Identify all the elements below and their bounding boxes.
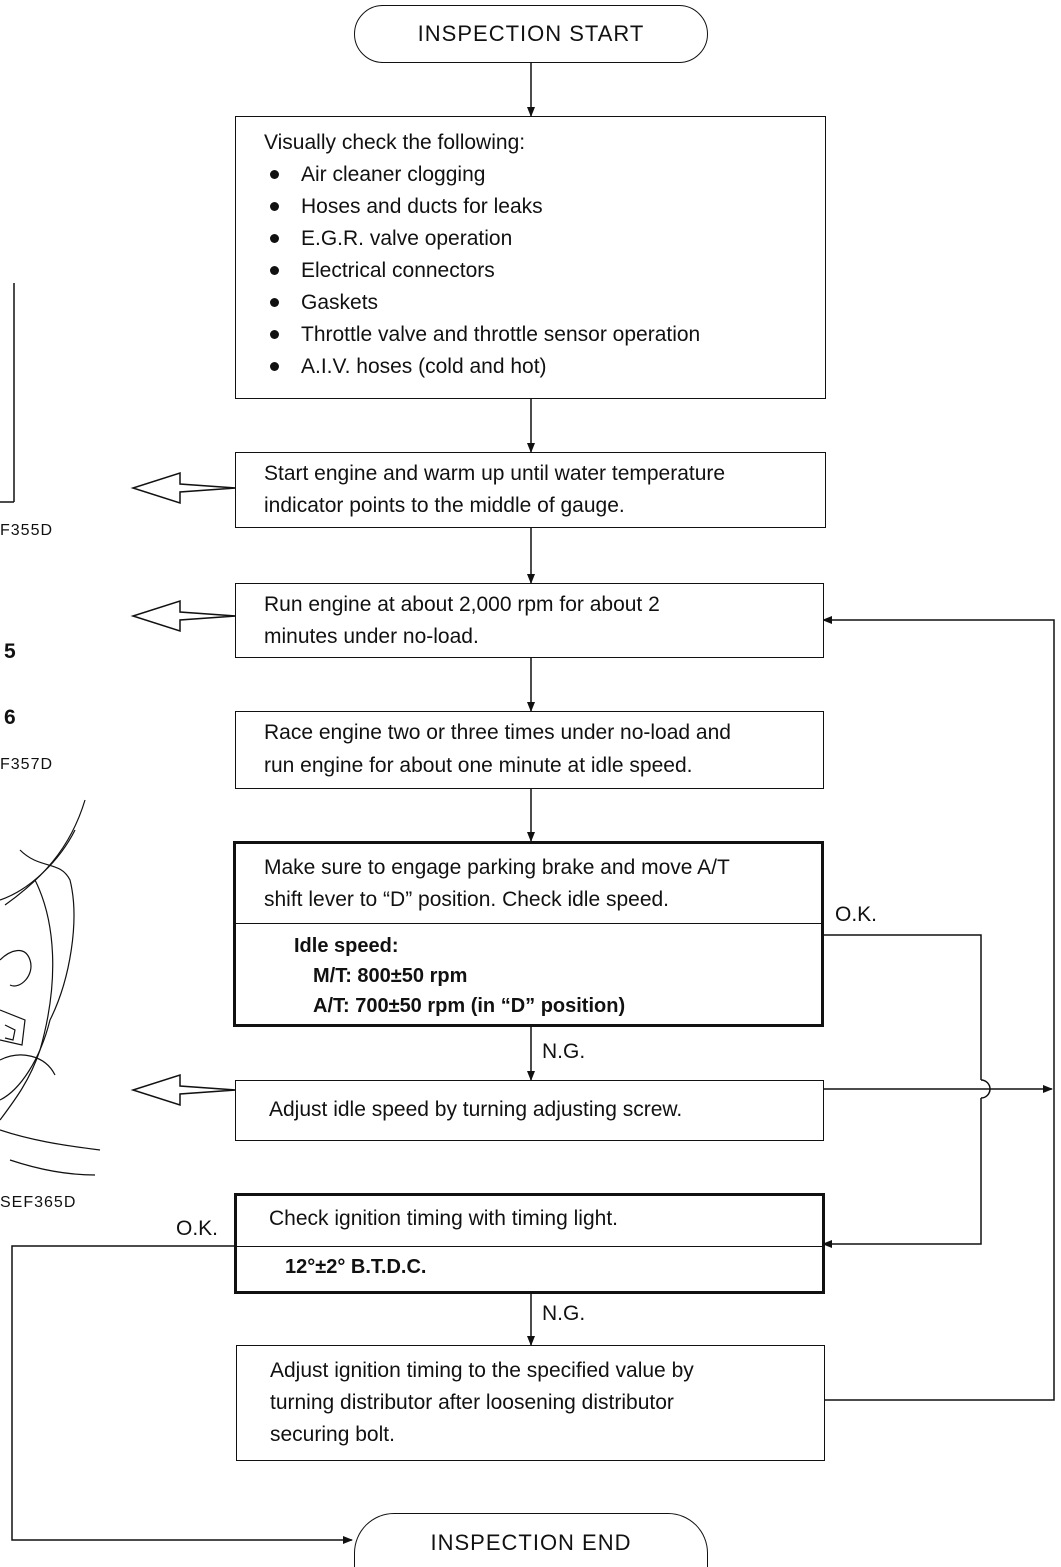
list-item: A.I.V. hoses (cold and hot) bbox=[264, 351, 700, 383]
idle-ng-label: N.G. bbox=[542, 1040, 586, 1063]
bullet-icon bbox=[270, 170, 279, 179]
timing-ok-label: O.K. bbox=[176, 1217, 219, 1240]
list-item: Hoses and ducts for leaks bbox=[264, 191, 700, 223]
list-item: Gaskets bbox=[264, 287, 700, 319]
hollow-arrow-warmup bbox=[130, 471, 237, 505]
visual-check-list: Air cleaner clogging Hoses and ducts for… bbox=[264, 159, 700, 383]
warm-up-line-1: Start engine and warm up until water tem… bbox=[264, 462, 726, 485]
timing-ok-path bbox=[11, 1245, 353, 1544]
cropped-figure-code-1: F355D bbox=[0, 522, 54, 539]
bullet-icon bbox=[270, 298, 279, 307]
run-engine-box: Run engine at about 2,000 rpm for about … bbox=[235, 583, 824, 658]
inspection-start-label: INSPECTION START bbox=[417, 21, 645, 46]
bullet-icon bbox=[270, 234, 279, 243]
bullet-icon bbox=[270, 266, 279, 275]
bullet-icon bbox=[270, 362, 279, 371]
adjust-idle-line-1: Adjust idle speed by turning adjusting s… bbox=[269, 1098, 683, 1121]
warm-up-line-2: indicator points to the middle of gauge. bbox=[264, 494, 625, 517]
visual-check-box: Visually check the following: Air cleane… bbox=[235, 116, 826, 399]
idle-check-divider bbox=[236, 923, 821, 924]
adjust-idle-box: Adjust idle speed by turning adjusting s… bbox=[235, 1080, 824, 1141]
hollow-arrow-run bbox=[130, 599, 237, 633]
bullet-icon bbox=[270, 330, 279, 339]
list-item: E.G.R. valve operation bbox=[264, 223, 700, 255]
race-engine-line-2: run engine for about one minute at idle … bbox=[264, 754, 693, 777]
hollow-arrow-adjust bbox=[130, 1073, 237, 1107]
cropped-figure-code-3: SEF365D bbox=[0, 1194, 77, 1211]
cropped-figure-code-2: F357D bbox=[0, 756, 54, 773]
timing-check-divider bbox=[237, 1246, 822, 1247]
inspection-end-label: INSPECTION END bbox=[430, 1529, 632, 1555]
warm-up-box: Start engine and warm up until water tem… bbox=[235, 452, 826, 528]
return-loop-path bbox=[822, 616, 1055, 1401]
race-engine-box: Race engine two or three times under no-… bbox=[235, 711, 824, 789]
cropped-number-6: 6 bbox=[4, 706, 17, 729]
adjust-timing-box: Adjust ignition timing to the specified … bbox=[236, 1345, 825, 1461]
timing-spec: 12°±2° B.T.D.C. bbox=[285, 1256, 427, 1278]
idle-check-line-2: shift lever to “D” position. Check idle … bbox=[264, 888, 670, 911]
idle-ok-label: O.K. bbox=[835, 903, 878, 926]
visual-check-heading: Visually check the following: bbox=[264, 131, 526, 154]
adjust-timing-line-2: turning distributor after loosening dist… bbox=[270, 1391, 674, 1414]
inspection-end-terminal: INSPECTION END bbox=[354, 1513, 708, 1567]
idle-spec-mt: M/T: 800±50 rpm bbox=[313, 965, 468, 987]
idle-ok-path bbox=[822, 934, 982, 1080]
run-engine-line-1: Run engine at about 2,000 rpm for about … bbox=[264, 593, 660, 616]
bullet-icon bbox=[270, 202, 279, 211]
race-engine-line-1: Race engine two or three times under no-… bbox=[264, 721, 731, 744]
cropped-number-5: 5 bbox=[4, 640, 17, 663]
timing-check-box: Check ignition timing with timing light.… bbox=[234, 1193, 825, 1294]
list-item: Electrical connectors bbox=[264, 255, 700, 287]
run-engine-line-2: minutes under no-load. bbox=[264, 625, 479, 648]
idle-ok-path-lower bbox=[822, 1098, 982, 1248]
idle-spec-title: Idle speed: bbox=[294, 935, 399, 957]
list-item: Throttle valve and throttle sensor opera… bbox=[264, 319, 700, 351]
timing-ng-label: N.G. bbox=[542, 1302, 586, 1325]
adjust-timing-line-1: Adjust ignition timing to the specified … bbox=[270, 1359, 694, 1382]
inspection-start-terminal: INSPECTION START bbox=[354, 5, 708, 63]
idle-check-line-1: Make sure to engage parking brake and mo… bbox=[264, 856, 730, 879]
adjust-timing-line-3: securing bolt. bbox=[270, 1423, 395, 1446]
idle-spec-at: A/T: 700±50 rpm (in “D” position) bbox=[313, 995, 626, 1017]
idle-check-box: Make sure to engage parking brake and mo… bbox=[233, 841, 824, 1027]
list-item: Air cleaner clogging bbox=[264, 159, 700, 191]
cropped-engine-illustration bbox=[0, 799, 101, 1176]
timing-check-line-1: Check ignition timing with timing light. bbox=[269, 1207, 618, 1230]
